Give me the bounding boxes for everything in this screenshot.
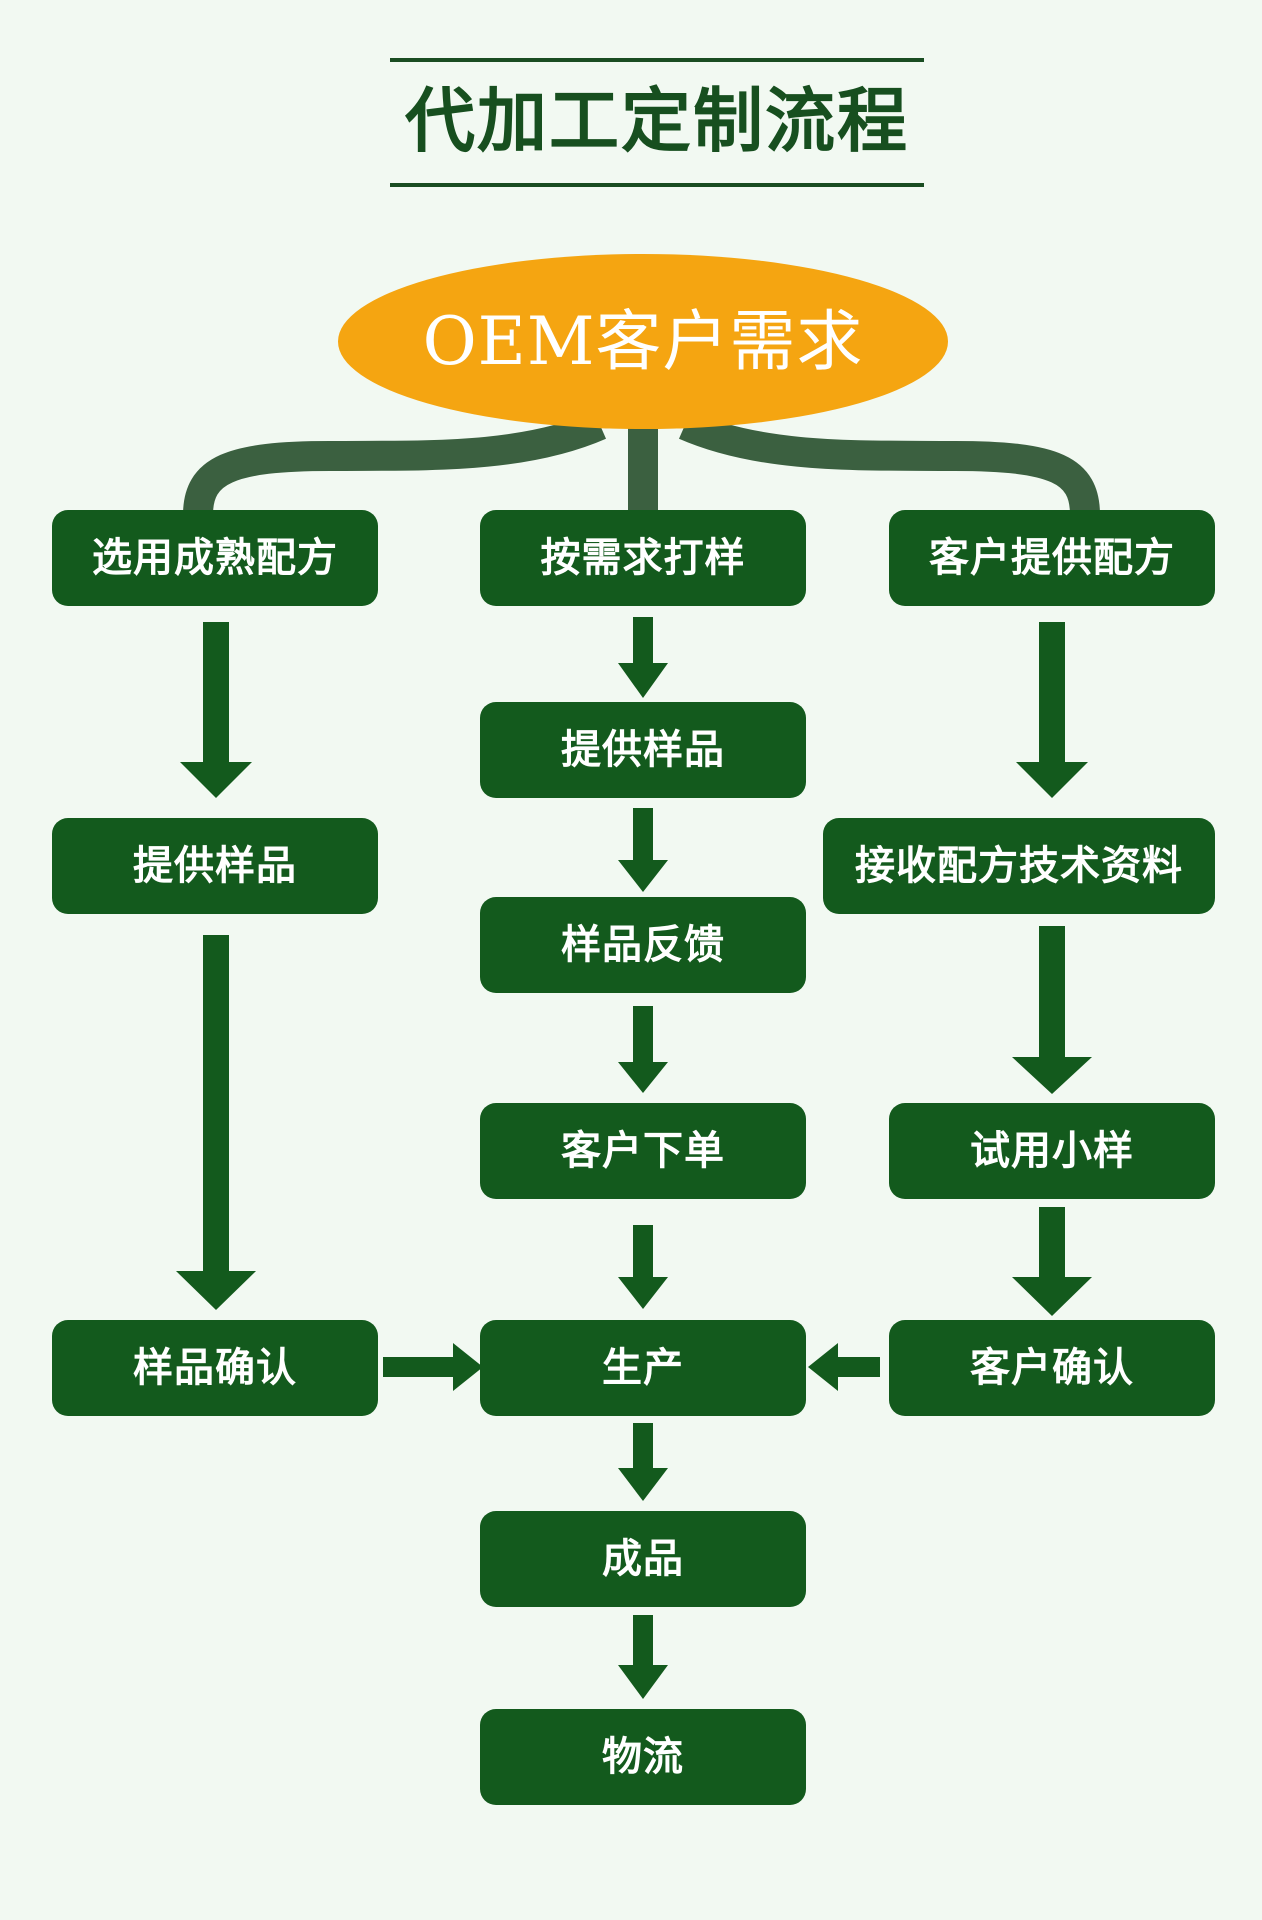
- title-block: 代加工定制流程: [390, 58, 924, 190]
- arrow-right-1: [1016, 622, 1088, 798]
- branch-right: [678, 411, 1100, 516]
- node-center-prototype: 按需求打样: [480, 510, 806, 606]
- arrow-center-4: [618, 1225, 668, 1309]
- node-left-select-formula: 选用成熟配方: [52, 510, 378, 606]
- arrow-left-1: [180, 622, 252, 798]
- node-right-client-formula: 客户提供配方: [889, 510, 1215, 606]
- arrow-right-3: [1012, 1207, 1092, 1316]
- arrow-center-2: [618, 808, 668, 892]
- node-left-provide-sample: 提供样品: [52, 818, 378, 914]
- node-center-provide-sample: 提供样品: [480, 702, 806, 798]
- arrow-center-3: [618, 1006, 668, 1093]
- title-bottom-rule: [390, 183, 924, 187]
- node-right-trial-sample: 试用小样: [889, 1103, 1215, 1199]
- start-node-oval: OEM客户需求: [338, 254, 948, 429]
- node-right-client-confirm: 客户确认: [889, 1320, 1215, 1416]
- title-top-rule: [390, 58, 924, 62]
- arrow-center-5: [618, 1423, 668, 1501]
- arrow-center-1: [618, 617, 668, 698]
- arrow-center-6: [618, 1615, 668, 1699]
- node-center-logistics: 物流: [480, 1709, 806, 1805]
- node-center-place-order: 客户下单: [480, 1103, 806, 1199]
- branch-left: [183, 411, 607, 516]
- node-left-sample-confirm: 样品确认: [52, 1320, 378, 1416]
- arrow-right-2: [1012, 926, 1092, 1094]
- arrow-right-to-production: [808, 1343, 880, 1391]
- node-center-finished-product: 成品: [480, 1511, 806, 1607]
- node-center-sample-feedback: 样品反馈: [480, 897, 806, 993]
- arrow-left-2: [176, 935, 256, 1310]
- node-center-production: 生产: [480, 1320, 806, 1416]
- arrow-left-to-production: [383, 1343, 483, 1391]
- page-title: 代加工定制流程: [405, 79, 909, 162]
- start-node-label: OEM客户需求: [422, 303, 864, 380]
- node-right-receive-tech-docs: 接收配方技术资料: [823, 818, 1215, 914]
